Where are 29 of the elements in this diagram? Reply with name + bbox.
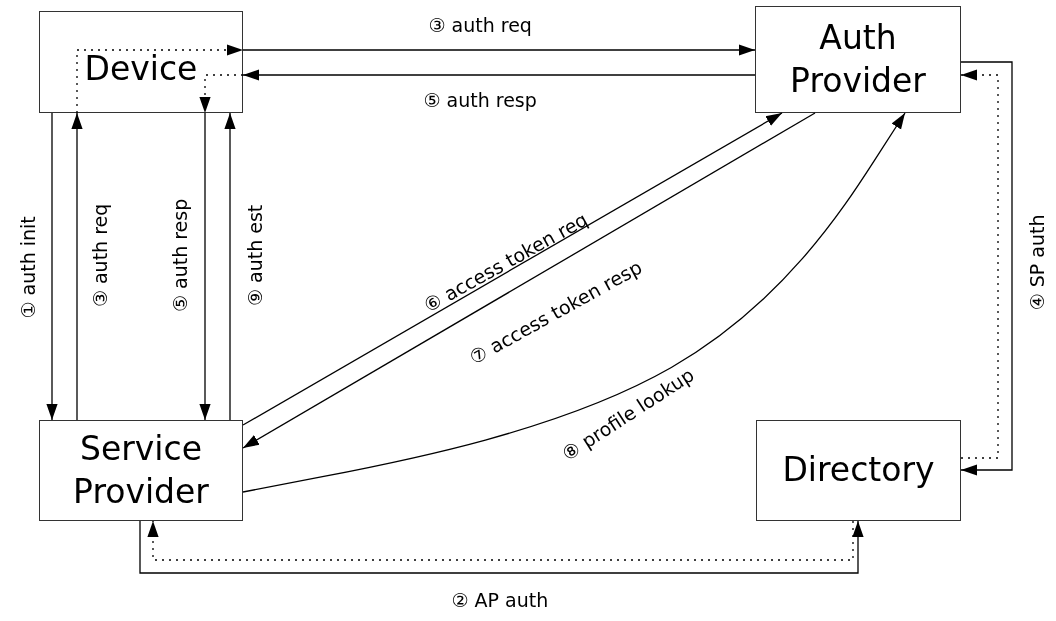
arrow — [46, 112, 58, 421]
node-label: Device — [84, 47, 198, 90]
dotted-arrow — [199, 74, 244, 114]
arrow — [242, 69, 756, 81]
edge-label: ⑤ auth resp — [168, 198, 192, 312]
edge-label: ① auth init — [16, 215, 40, 319]
edge-label: ④ SP auth — [1025, 214, 1049, 310]
arrow — [960, 61, 1013, 476]
dotted-arrow — [76, 44, 244, 114]
arrow — [242, 112, 906, 493]
arrow — [71, 112, 83, 421]
arrow — [242, 44, 756, 56]
arrow — [199, 112, 211, 421]
process-box — [756, 420, 961, 521]
dotted-arrow — [960, 69, 999, 459]
edge-label: ⑨ auth est — [243, 204, 267, 306]
edge-label: ② AP auth — [451, 588, 549, 612]
process-box — [39, 11, 243, 113]
edge-label: ⑤ auth resp — [423, 88, 537, 112]
process-box — [755, 6, 961, 113]
node-label: Service Provider — [72, 427, 210, 513]
edge-label: ③ auth req — [428, 13, 532, 37]
arrow — [139, 520, 864, 574]
node-label: Auth Provider — [789, 16, 927, 102]
process-box — [39, 420, 243, 521]
node-label: Directory — [782, 449, 935, 492]
arrow — [224, 112, 236, 421]
dotted-arrow — [147, 520, 854, 561]
edge-label: ③ auth req — [88, 203, 112, 307]
